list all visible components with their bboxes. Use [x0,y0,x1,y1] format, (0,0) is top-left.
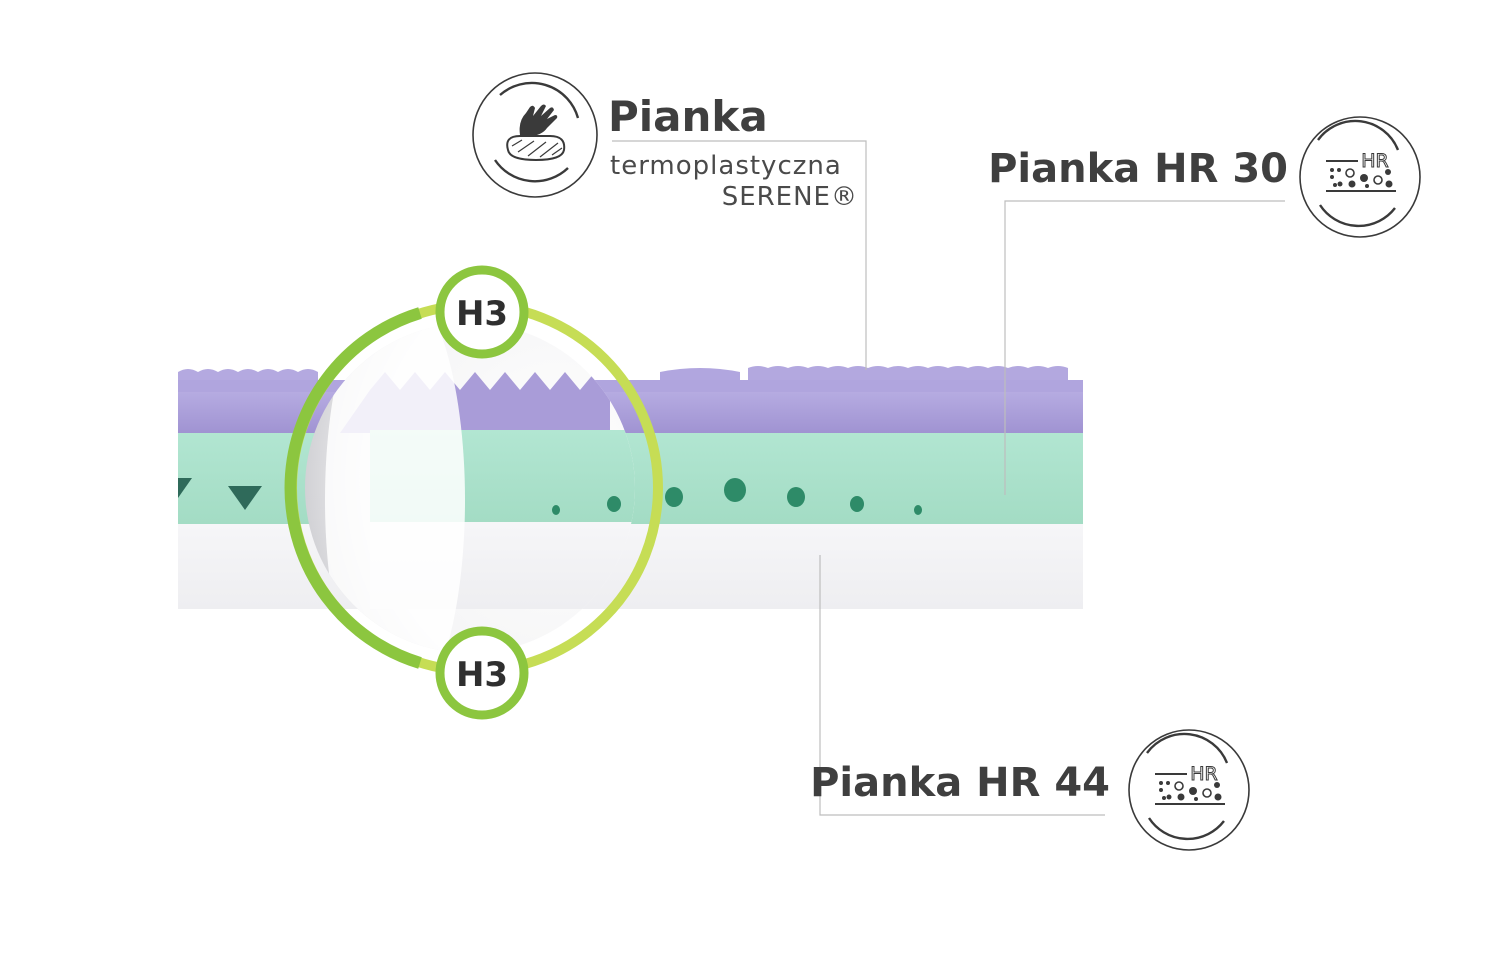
layer-title-hr30: Pianka HR 30 [988,146,1288,192]
layer-subtitle-serene-2: SERENE® [721,182,858,212]
hr-foam-icon-2: HR [1128,729,1250,851]
hr-foam-icon: HR [1299,116,1421,238]
firmness-badge-top: H3 [435,265,529,359]
svg-text:H3: H3 [456,655,508,695]
layer-subtitle-serene-1: termoplastyczna [610,151,842,181]
layer-title-serene: Pianka [608,92,768,141]
air-channels [552,478,922,515]
layer-title-hr44: Pianka HR 44 [810,760,1110,806]
firmness-badge-bottom: H3 [435,626,529,720]
svg-text:HR: HR [1190,763,1218,785]
hand-pressing-foam-icon [472,72,598,198]
svg-text:H3: H3 [456,294,508,334]
leader-lines [612,140,1285,816]
svg-text:HR: HR [1361,150,1389,172]
